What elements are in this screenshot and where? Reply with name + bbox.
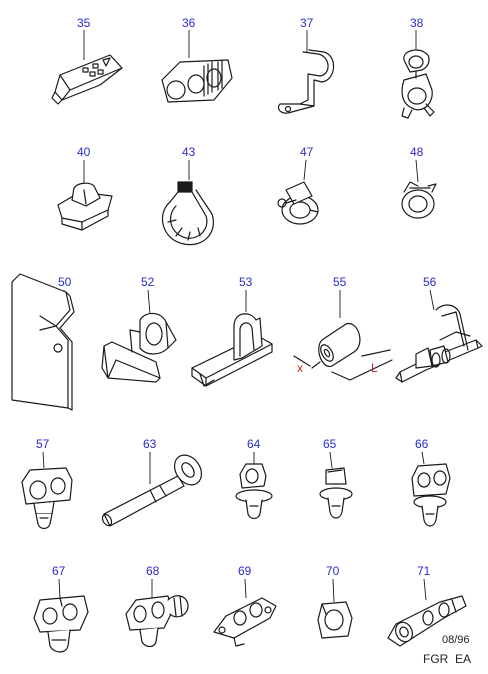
adhesive-clip-icon <box>57 182 113 231</box>
part-63-number: 63 <box>143 437 157 451</box>
part-70-number: 70 <box>326 564 340 578</box>
part-57: 57 <box>21 437 73 530</box>
p-clip-bracket-icon <box>277 49 335 114</box>
spring-clip-plate-icon <box>51 54 123 105</box>
part-55: 55 x L <box>293 275 393 381</box>
double-push-clip-icon <box>411 463 451 527</box>
part-71-number: 71 <box>417 564 431 578</box>
part-36-number: 36 <box>182 16 196 30</box>
dimension-l-label: L <box>371 361 378 375</box>
part-38: 38 <box>401 16 435 119</box>
pipe-retainer-clip-icon <box>213 597 277 647</box>
footer-code: FGR EA <box>423 652 472 666</box>
part-50: 50 <box>11 273 75 411</box>
part-68-number: 68 <box>146 564 160 578</box>
part-53-number: 53 <box>239 275 253 289</box>
double-pipe-clip-icon <box>401 49 435 119</box>
spring-hose-clip-icon <box>401 181 437 219</box>
part-66: 66 <box>411 437 451 527</box>
part-52: 52 <box>101 275 177 383</box>
part-71: 71 <box>387 564 467 647</box>
multi-pipe-clip-icon <box>161 59 233 103</box>
single-pipe-clip-icon <box>317 601 353 639</box>
part-65: 65 <box>319 437 353 519</box>
part-35-number: 35 <box>77 16 91 30</box>
sleeve-icon <box>293 323 393 381</box>
part-40-number: 40 <box>77 145 91 159</box>
part-56-number: 56 <box>423 275 437 289</box>
part-65-number: 65 <box>323 437 337 451</box>
part-48-number: 48 <box>410 145 424 159</box>
pipe-retainer-clip-icon <box>125 595 189 648</box>
pipe-retainer-clip-icon <box>387 595 467 647</box>
part-70: 70 <box>317 564 353 639</box>
part-67: 67 <box>33 564 89 653</box>
part-35: 35 <box>51 16 123 105</box>
part-47-number: 47 <box>300 145 314 159</box>
part-50-number: 50 <box>58 275 72 289</box>
footer-date: 08/96 <box>442 634 470 646</box>
multi-tube-holder-icon <box>395 304 483 383</box>
part-47: 47 <box>277 145 319 225</box>
part-69: 69 <box>213 564 277 647</box>
rail-clip-icon <box>191 313 273 387</box>
hose-clamp-icon <box>277 181 319 225</box>
part-68: 68 <box>125 564 189 648</box>
eye-bolt-icon <box>101 454 203 527</box>
part-40: 40 <box>57 145 113 231</box>
part-38-number: 38 <box>410 16 424 30</box>
shield-plate-icon <box>11 273 75 411</box>
part-67-number: 67 <box>52 564 66 578</box>
push-clip-icon <box>235 463 273 520</box>
part-36: 36 <box>161 16 233 103</box>
cable-tie-icon <box>161 181 214 246</box>
u-bracket-clip-icon <box>101 312 177 383</box>
part-69-number: 69 <box>238 564 252 578</box>
stud-clip-icon <box>21 467 73 530</box>
part-64-number: 64 <box>247 437 261 451</box>
part-37-number: 37 <box>300 16 314 30</box>
part-53: 53 <box>191 275 273 387</box>
dimension-x-label: x <box>297 361 303 375</box>
pipe-retainer-clip-icon <box>33 595 89 653</box>
part-56: 56 <box>395 275 483 383</box>
part-63: 63 <box>101 437 203 527</box>
part-37: 37 <box>277 16 335 114</box>
part-43: 43 <box>161 145 214 246</box>
push-clip-icon <box>319 467 353 519</box>
part-55-number: 55 <box>333 275 347 289</box>
part-43-number: 43 <box>182 145 196 159</box>
part-66-number: 66 <box>415 437 429 451</box>
part-48: 48 <box>401 145 437 219</box>
part-52-number: 52 <box>141 275 155 289</box>
part-57-number: 57 <box>36 437 50 451</box>
part-64: 64 <box>235 437 273 520</box>
